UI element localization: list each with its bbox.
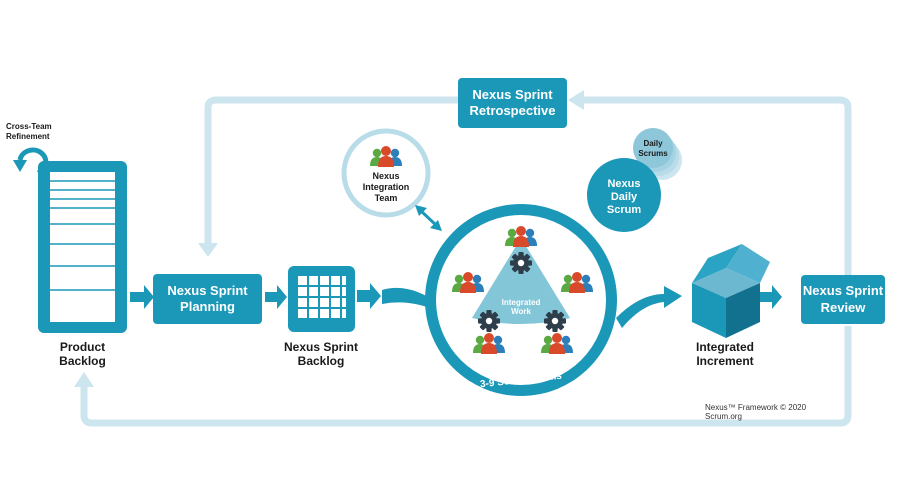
- copyright-text: Nexus™ Framework © 2020 Scrum.org: [705, 403, 807, 421]
- nexus-daily-scrum-label: Nexus Daily Scrum: [606, 178, 642, 217]
- daily-scrums-stack: [587, 128, 682, 232]
- retro-arrow-icon: [568, 90, 584, 110]
- nexus-sprint-retrospective-box: [458, 78, 567, 128]
- scrum-teams-circle: [425, 204, 617, 396]
- daily-scrums-label: Daily Scrums: [638, 139, 668, 158]
- right-arrow-icon: [357, 283, 381, 309]
- double-arrow-icon: [415, 205, 442, 231]
- nexus-sprint-backlog-grid: [288, 266, 355, 332]
- cross-team-refinement-label: Cross-Team Refinement: [6, 122, 52, 141]
- loop-arrowheads: [74, 90, 584, 387]
- product-backlog-label: Product Backlog: [59, 340, 106, 369]
- backlog-up-arrow-icon: [74, 372, 94, 387]
- swoosh-out-arrow-icon: [616, 286, 682, 328]
- nexus-sprint-backlog-label: Nexus Sprint Backlog: [283, 340, 358, 369]
- open-box-icon: [692, 244, 770, 338]
- feedback-loop: [80, 96, 852, 427]
- nexus-sprint-review-label: Nexus Sprint Review: [802, 283, 884, 315]
- nexus-sprint-retrospective-label: Nexus Sprint Retrospective: [469, 86, 556, 118]
- product-backlog-stack: [38, 161, 127, 333]
- integrated-work-label: Integrated Work: [501, 298, 541, 316]
- integration-team-circle: [341, 128, 431, 218]
- integrated-increment-label: Integrated Increment: [695, 340, 754, 369]
- right-arrow-icon: [760, 285, 782, 309]
- right-arrow-icon: [130, 285, 154, 309]
- nexus-sprint-planning-label: Nexus Sprint Planning: [167, 282, 248, 314]
- flow-arrows: [130, 283, 782, 309]
- nexus-integration-team-label: Nexus Integration Team: [362, 171, 410, 203]
- planning-down-arrow-icon: [198, 243, 218, 257]
- right-arrow-icon: [265, 285, 287, 309]
- nexus-sprint-review-box: [801, 275, 885, 324]
- nexus-sprint-planning-box: [153, 274, 262, 324]
